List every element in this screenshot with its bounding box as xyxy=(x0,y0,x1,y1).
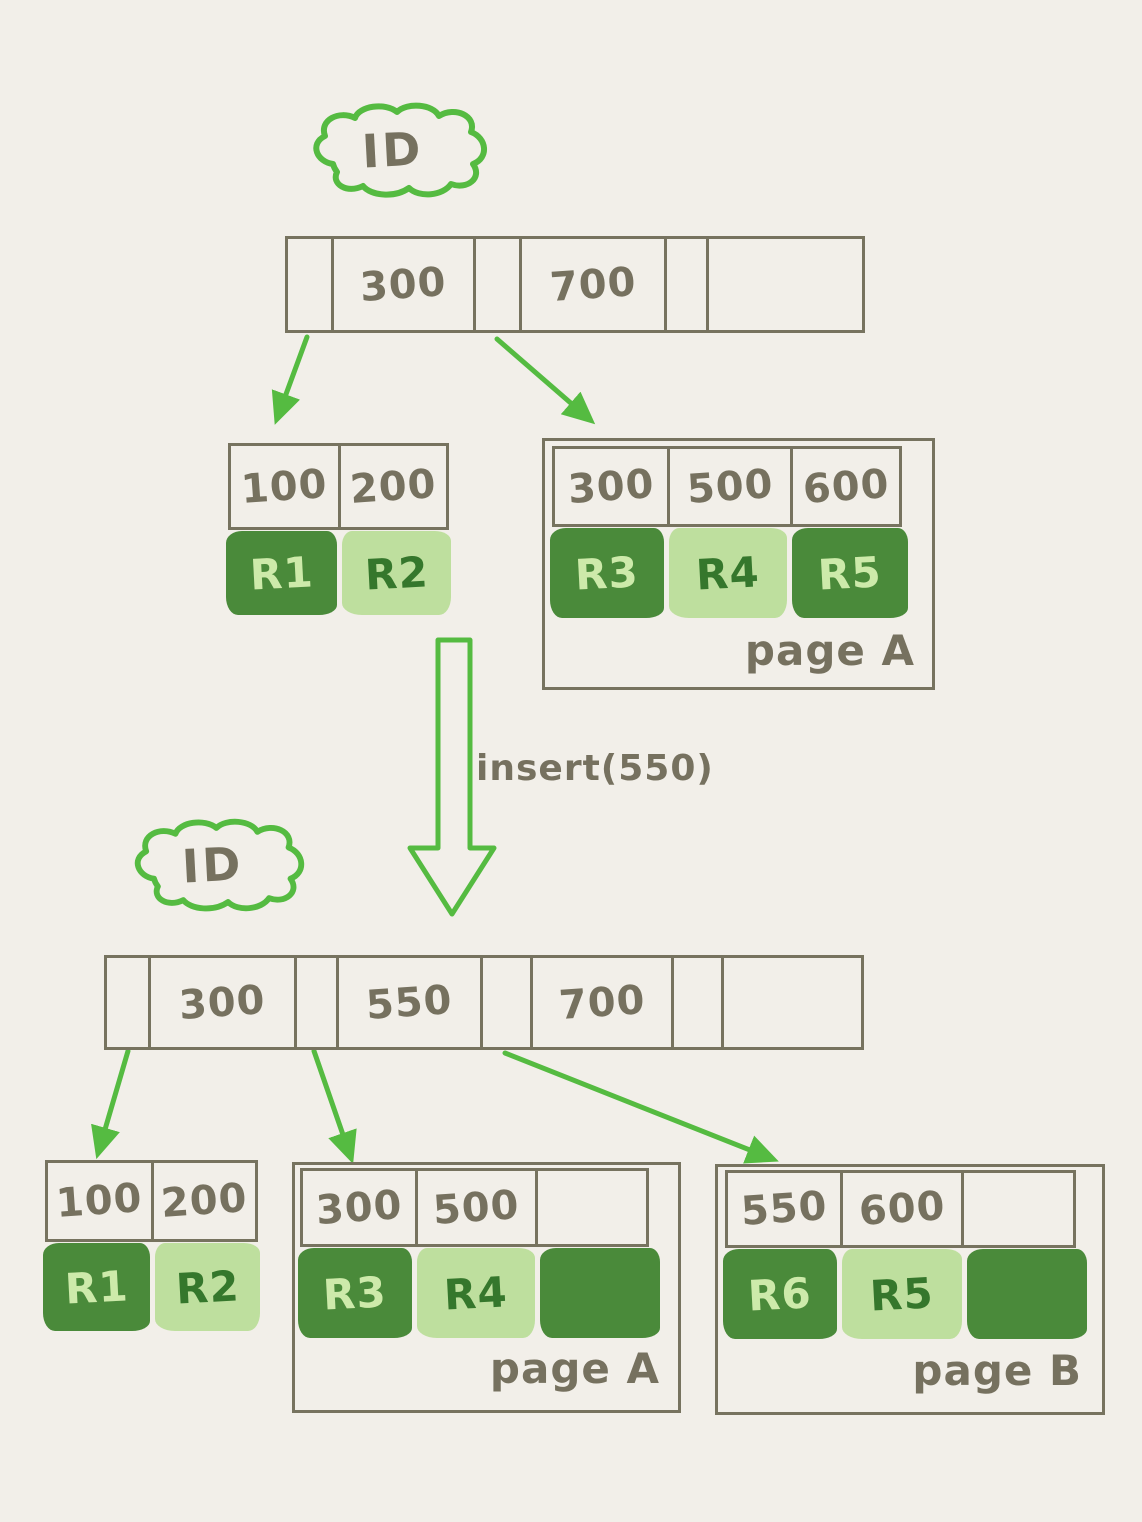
bottom-root-pointer-cell xyxy=(107,958,148,1047)
record-label: R3 xyxy=(321,1266,389,1320)
id-cloud-bottom-label-wrap: ID xyxy=(115,815,310,915)
page-b-key-600: 600 xyxy=(840,1173,961,1245)
id-cloud-top-label-wrap: ID xyxy=(293,100,493,200)
cell-value: 700 xyxy=(557,976,647,1029)
cell-value: 550 xyxy=(364,976,455,1029)
bottom-left-leaf-records: R1 R2 xyxy=(43,1243,260,1331)
page-a-key-600: 600 xyxy=(790,449,899,524)
cell-value: 300 xyxy=(566,460,656,513)
cell-value: 300 xyxy=(358,258,449,311)
bottom-page-a-headers: 300 500 xyxy=(300,1168,649,1247)
record-r5: R5 xyxy=(842,1249,962,1339)
leaf-key-100: 100 xyxy=(231,446,338,527)
top-root-pointer-cell xyxy=(664,239,706,330)
arrow-bottom-root-to-left-leaf xyxy=(91,1048,131,1160)
page-a-label: page A xyxy=(489,1344,660,1393)
top-root-empty-cell xyxy=(706,239,862,330)
arrow-bottom-root-to-page-a xyxy=(311,1048,357,1164)
record-r6: R6 xyxy=(723,1249,837,1339)
record-empty-slot xyxy=(540,1248,660,1338)
bottom-page-a-records: R3 R4 xyxy=(298,1248,660,1338)
top-root-key-700: 700 xyxy=(519,239,664,330)
record-r2: R2 xyxy=(155,1243,260,1331)
page-a-key-300: 300 xyxy=(555,449,667,524)
page-a-empty-key-cell xyxy=(535,1171,646,1244)
top-root-key-300: 300 xyxy=(331,239,473,330)
bottom-page-a-box xyxy=(292,1162,681,1413)
cell-value: 600 xyxy=(801,460,891,513)
bottom-root-key-550: 550 xyxy=(336,958,480,1047)
cell-value: 550 xyxy=(739,1183,829,1235)
arrow-bottom-root-to-page-b xyxy=(502,1050,779,1164)
record-r2: R2 xyxy=(342,531,451,615)
record-label: R1 xyxy=(248,546,315,600)
top-page-a-box xyxy=(542,438,935,690)
cell-value: 300 xyxy=(314,1181,404,1234)
cell-value: 300 xyxy=(177,976,268,1029)
cell-value: 200 xyxy=(159,1175,250,1227)
record-label: R3 xyxy=(573,546,641,600)
bottom-page-b-headers: 550 600 xyxy=(725,1170,1076,1248)
cell-value: 600 xyxy=(857,1183,947,1235)
page-a-key-500: 500 xyxy=(415,1171,535,1244)
bottom-root-pointer-cell xyxy=(671,958,721,1047)
cell-value: 100 xyxy=(54,1175,145,1227)
id-label: ID xyxy=(360,121,426,179)
page-b-empty-key-cell xyxy=(961,1173,1073,1245)
record-label: R5 xyxy=(816,546,884,600)
record-label: R2 xyxy=(174,1260,241,1314)
record-label: R6 xyxy=(746,1267,814,1321)
record-r4: R4 xyxy=(417,1248,535,1338)
leaf-key-200: 200 xyxy=(338,446,446,527)
cell-value: 500 xyxy=(431,1181,522,1234)
record-r5: R5 xyxy=(792,528,908,618)
insert-label-wrap: insert(550) xyxy=(476,748,714,789)
id-label: ID xyxy=(180,836,245,894)
page-a-label: page A xyxy=(744,626,915,675)
page-a-key-500: 500 xyxy=(667,449,790,524)
page-b-key-550: 550 xyxy=(728,1173,840,1245)
bottom-page-b-box xyxy=(715,1164,1105,1415)
page-a-key-300: 300 xyxy=(303,1171,415,1244)
top-root-pointer-cell xyxy=(288,239,331,330)
leaf-key-100: 100 xyxy=(48,1163,151,1239)
top-page-a-records: R3 R4 R5 xyxy=(550,528,908,618)
record-r4: R4 xyxy=(669,528,787,618)
record-label: R5 xyxy=(868,1267,936,1321)
bottom-left-leaf-headers: 100 200 xyxy=(45,1160,258,1242)
bottom-root-node: 300 550 700 xyxy=(104,955,864,1050)
record-r3: R3 xyxy=(550,528,664,618)
top-left-leaf-headers: 100 200 xyxy=(228,443,449,530)
bottom-root-pointer-cell xyxy=(294,958,336,1047)
top-root-node: 300 700 xyxy=(285,236,865,333)
record-r1: R1 xyxy=(226,531,337,615)
record-label: R4 xyxy=(442,1266,510,1320)
cell-value: 500 xyxy=(685,460,775,513)
bottom-root-pointer-cell xyxy=(480,958,530,1047)
record-r1: R1 xyxy=(43,1243,150,1331)
cell-value: 700 xyxy=(548,258,638,311)
record-label: R2 xyxy=(363,546,430,600)
top-page-a-headers: 300 500 600 xyxy=(552,446,902,527)
record-empty-slot xyxy=(967,1249,1087,1339)
page-b-label: page B xyxy=(912,1346,1082,1395)
leaf-key-200: 200 xyxy=(151,1163,255,1239)
cell-value: 200 xyxy=(348,460,439,513)
record-label: R4 xyxy=(694,546,762,600)
cell-value: 100 xyxy=(239,460,330,513)
arrow-top-root-to-page-a xyxy=(494,336,596,425)
bottom-root-key-700: 700 xyxy=(530,958,671,1047)
insert-operation-label: insert(550) xyxy=(476,748,714,789)
record-label: R1 xyxy=(63,1260,130,1314)
bottom-root-key-300: 300 xyxy=(148,958,294,1047)
bottom-page-b-label-wrap: page B xyxy=(872,1346,1082,1395)
top-root-pointer-cell xyxy=(473,239,519,330)
top-left-leaf-records: R1 R2 xyxy=(226,531,451,615)
bottom-page-b-records: R6 R5 xyxy=(723,1249,1087,1339)
arrow-top-root-to-left-leaf xyxy=(271,334,310,425)
record-r3: R3 xyxy=(298,1248,412,1338)
bottom-page-a-label-wrap: page A xyxy=(450,1344,660,1393)
top-page-a-label-wrap: page A xyxy=(705,626,915,675)
bottom-root-empty-cell xyxy=(721,958,861,1047)
